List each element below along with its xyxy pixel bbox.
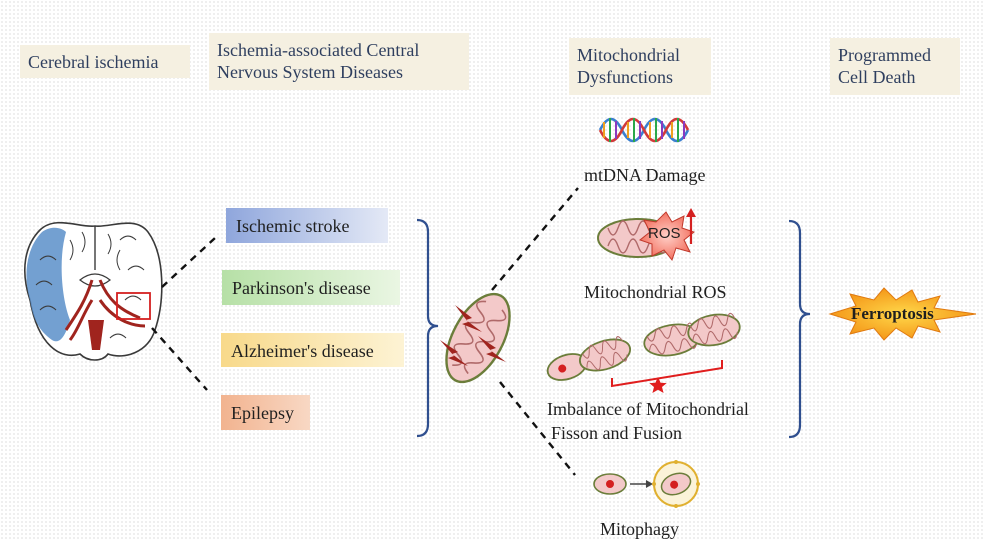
- header-ischemia-diseases-line2: Nervous System Diseases: [217, 62, 403, 82]
- disease-label-parkinsons: Parkinson's disease: [232, 278, 371, 298]
- header-mito-dysfunctions-line2: Dysfunctions: [577, 67, 673, 87]
- ferroptosis-label: Ferroptosis: [851, 304, 934, 323]
- alzheimers-box: [221, 333, 404, 367]
- fission-mitochondria: [546, 335, 632, 381]
- disease-label-epilepsy: Epilepsy: [231, 403, 294, 423]
- disease-label-ischemic-stroke: Ischemic stroke: [236, 216, 350, 236]
- disease-label-alzheimers: Alzheimer's disease: [231, 341, 374, 361]
- label-mtdna-damage: mtDNA Damage: [584, 165, 706, 185]
- header-ischemia-diseases: Ischemia-associated Central Nervous Syst…: [209, 33, 469, 90]
- lightning-icon: [440, 305, 506, 366]
- header-ischemia-diseases-line1: Ischemia-associated Central: [217, 40, 420, 60]
- label-mitochondrial-ros: Mitochondrial ROS: [584, 282, 727, 302]
- brain-illustration: [24, 221, 163, 361]
- label-mitophagy: Mitophagy: [600, 519, 679, 539]
- header-cerebral-ischemia-text: Cerebral ischemia: [28, 52, 159, 72]
- fusion-bar: [611, 360, 723, 388]
- label-imbalance-line1: Imbalance of Mitochondrial: [547, 399, 749, 419]
- epilepsy-box: [221, 395, 310, 430]
- header-mito-dysfunctions-line1: Mitochondrial: [577, 45, 680, 65]
- dna-helix-icon: [598, 117, 690, 143]
- central-mitochondrion: [445, 292, 511, 384]
- header-programmed-death-line1: Programmed: [838, 45, 931, 65]
- ros-burst-icon: [638, 211, 696, 262]
- mito-to-mitophagy-line: [499, 381, 576, 476]
- brain-to-epilepsy-line: [151, 327, 208, 391]
- header-mito-dysfunctions: Mitochondrial Dysfunctions: [569, 38, 711, 95]
- parkinsons-box: [222, 270, 400, 305]
- star-icon: [649, 377, 667, 393]
- header-cerebral-ischemia: Cerebral ischemia: [20, 45, 190, 78]
- brain-to-stroke-line: [161, 237, 216, 288]
- ischemic-stroke-box: [226, 208, 388, 243]
- header-programmed-death-line2: Cell Death: [838, 67, 916, 87]
- label-imbalance-line2: Fisson and Fusion: [551, 423, 683, 443]
- fusion-mitochondria: [643, 312, 741, 357]
- right-bracket: [788, 219, 811, 439]
- ros-badge-text: ROS: [648, 225, 681, 242]
- left-bracket: [416, 218, 439, 438]
- mito-to-mtdna-line: [491, 187, 579, 291]
- header-programmed-death: Programmed Cell Death: [830, 38, 960, 95]
- ferroptosis-burst: [828, 287, 977, 341]
- mitophagy-icon: [593, 460, 700, 508]
